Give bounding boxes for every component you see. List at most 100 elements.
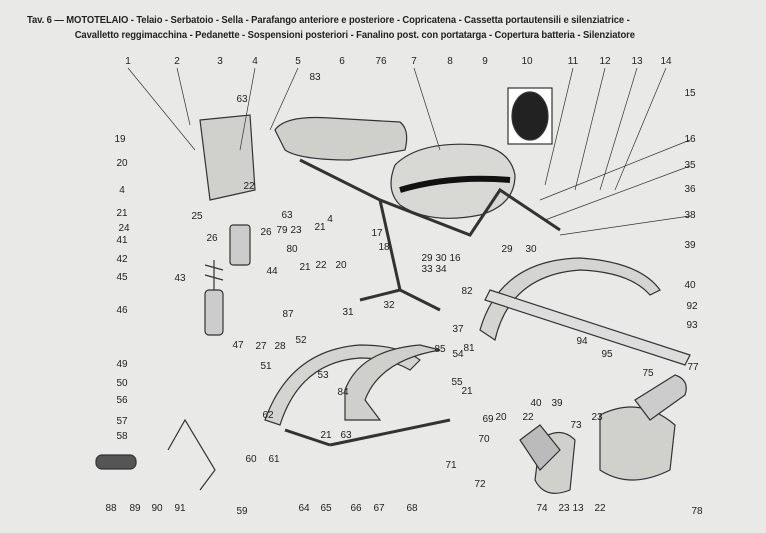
callout-number: 61 — [268, 454, 280, 465]
callout-number: 39 — [551, 398, 563, 409]
callout-number: 51 — [260, 361, 272, 372]
callout-number: 17 — [371, 228, 383, 239]
callout-number: 35 — [684, 160, 696, 171]
callout-number: 4 — [119, 185, 125, 196]
callout-number: 59 — [236, 506, 248, 517]
callout-number: 46 — [116, 305, 128, 316]
callout-number: 54 — [452, 349, 464, 360]
callout-number: 85 — [434, 344, 446, 355]
callout-number: 81 — [463, 343, 475, 354]
callout-number: 7 — [411, 56, 417, 67]
rear-fender — [479, 257, 661, 341]
callout-number: 10 — [521, 56, 533, 67]
callout-number: 40 — [530, 398, 542, 409]
callout-number: 40 — [684, 280, 696, 291]
callout-number: 39 — [684, 240, 696, 251]
callout-number: 28 — [274, 341, 286, 352]
callout-number: 22 — [315, 260, 327, 271]
callout-number: 53 — [317, 370, 329, 381]
callout-number: 68 — [406, 503, 418, 514]
callout-number: 22 — [243, 181, 255, 192]
callout-number: 79 — [276, 225, 288, 236]
callout-number: 92 — [686, 301, 698, 312]
callout-number: 16 — [684, 134, 696, 145]
callout-number: 8 — [447, 56, 453, 67]
callout-number: 75 — [642, 368, 654, 379]
callout-number: 47 — [232, 340, 244, 351]
callout-number: 42 — [116, 254, 128, 265]
callout-number: 30 — [525, 244, 537, 255]
callout-number: 24 — [118, 223, 130, 234]
callout-number: 23 — [290, 225, 302, 236]
callout-number: 66 — [350, 503, 362, 514]
callout-number: 38 — [684, 210, 696, 221]
callout-number: 80 — [286, 244, 298, 255]
callout-number: 63 — [236, 94, 248, 105]
swing-arm — [484, 289, 691, 366]
callout-number: 73 — [570, 420, 582, 431]
callout-number: 65 — [320, 503, 332, 514]
callout-number: 26 — [206, 233, 218, 244]
callout-number: 83 — [309, 72, 321, 83]
frame — [299, 158, 561, 312]
tail-light — [519, 424, 561, 471]
callout-number: 91 — [174, 503, 186, 514]
callout-number: 76 — [375, 56, 387, 67]
callout-number: 41 — [116, 235, 128, 246]
callout-number: 74 — [536, 503, 548, 514]
callout-number: 50 — [116, 378, 128, 389]
silencer-box — [599, 406, 676, 481]
title-line-2: Cavalletto reggimacchina - Pedanette - S… — [74, 29, 635, 41]
callout-number: 55 — [451, 377, 463, 388]
muffler — [634, 374, 687, 421]
callout-number: 20 — [335, 260, 347, 271]
callout-number: 12 — [599, 56, 611, 67]
callout-number: 33 — [421, 264, 433, 275]
callout-number: 26 — [260, 227, 272, 238]
callout-number: 21 — [116, 208, 128, 219]
callout-number: 69 — [482, 414, 494, 425]
callout-number: 49 — [116, 359, 128, 370]
callout-number: 18 — [378, 242, 390, 253]
callout-number: 88 — [105, 503, 117, 514]
callout-number: 94 — [576, 336, 588, 347]
callout-number: 36 — [684, 184, 696, 195]
front-fender — [264, 344, 421, 426]
callout-number: 21 — [314, 222, 326, 233]
callout-number: 63 — [340, 430, 352, 441]
callout-number: 52 — [295, 335, 307, 346]
callout-number: 5 — [295, 56, 301, 67]
callout-number: 34 — [435, 264, 447, 275]
callout-number: 82 — [461, 286, 473, 297]
callout-number: 22 — [594, 503, 606, 514]
callout-number: 3 — [217, 56, 223, 67]
shock-absorber — [204, 289, 224, 336]
villa-logo — [507, 87, 553, 145]
callout-number: 2 — [174, 56, 180, 67]
callout-number: 63 — [281, 210, 293, 221]
callout-number: 20 — [116, 158, 128, 169]
callout-number: 6 — [339, 56, 345, 67]
callout-number: 72 — [474, 479, 486, 490]
callout-number: 21 — [320, 430, 332, 441]
callout-number: 4 — [327, 214, 333, 225]
callout-number: 21 — [299, 262, 311, 273]
callout-number: 1 — [125, 56, 131, 67]
callout-number: 23 — [558, 503, 570, 514]
callout-number: 29 — [501, 244, 513, 255]
callout-number: 30 — [435, 253, 447, 264]
callout-number: 84 — [337, 387, 349, 398]
callout-number: 29 — [421, 253, 433, 264]
callout-number: 14 — [660, 56, 672, 67]
callout-number: 56 — [116, 395, 128, 406]
callout-number: 20 — [495, 412, 507, 423]
callout-number: 89 — [129, 503, 141, 514]
callout-number: 4 — [252, 56, 258, 67]
callout-number: 78 — [691, 506, 703, 517]
callout-number: 32 — [383, 300, 395, 311]
callout-number: 70 — [478, 434, 490, 445]
callout-number: 95 — [601, 349, 613, 360]
stand — [284, 418, 451, 447]
callout-number: 60 — [245, 454, 257, 465]
